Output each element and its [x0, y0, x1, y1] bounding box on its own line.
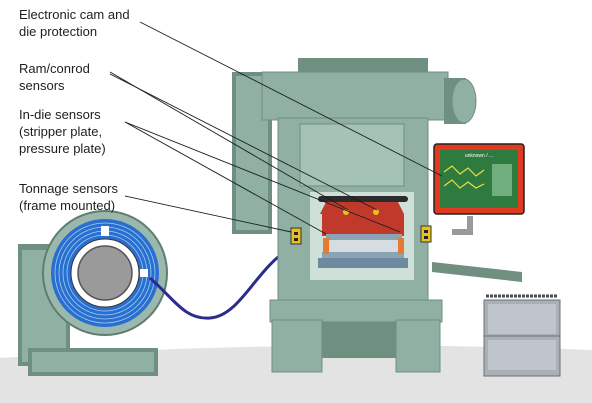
die-assembly: [318, 196, 408, 268]
tonnage-sensors: [290, 225, 432, 245]
ram-sensor-left: [343, 209, 349, 215]
tonnage-sensor-left: [290, 227, 302, 245]
coil-decoiler: [18, 210, 168, 376]
monitor-header: unknown / ...: [465, 153, 493, 159]
parts-bin: [483, 294, 561, 377]
tonnage-sensor-right: [420, 225, 432, 243]
ram-sensor-right: [373, 209, 379, 215]
label-in-die-sensors: In-die sensors (stripper plate, pressure…: [19, 107, 106, 156]
label-tonnage-sensors: Tonnage sensors (frame mounted): [19, 181, 119, 213]
strip-cable: [149, 244, 321, 320]
ram: [320, 202, 404, 214]
label-ram-conrod-sensors: Ram/conrod sensors: [19, 61, 90, 93]
leader-lines: [109, 21, 443, 235]
label-electronic-cam: Electronic cam and die protection: [19, 7, 130, 39]
control-monitor: unknown / ...: [433, 143, 525, 235]
